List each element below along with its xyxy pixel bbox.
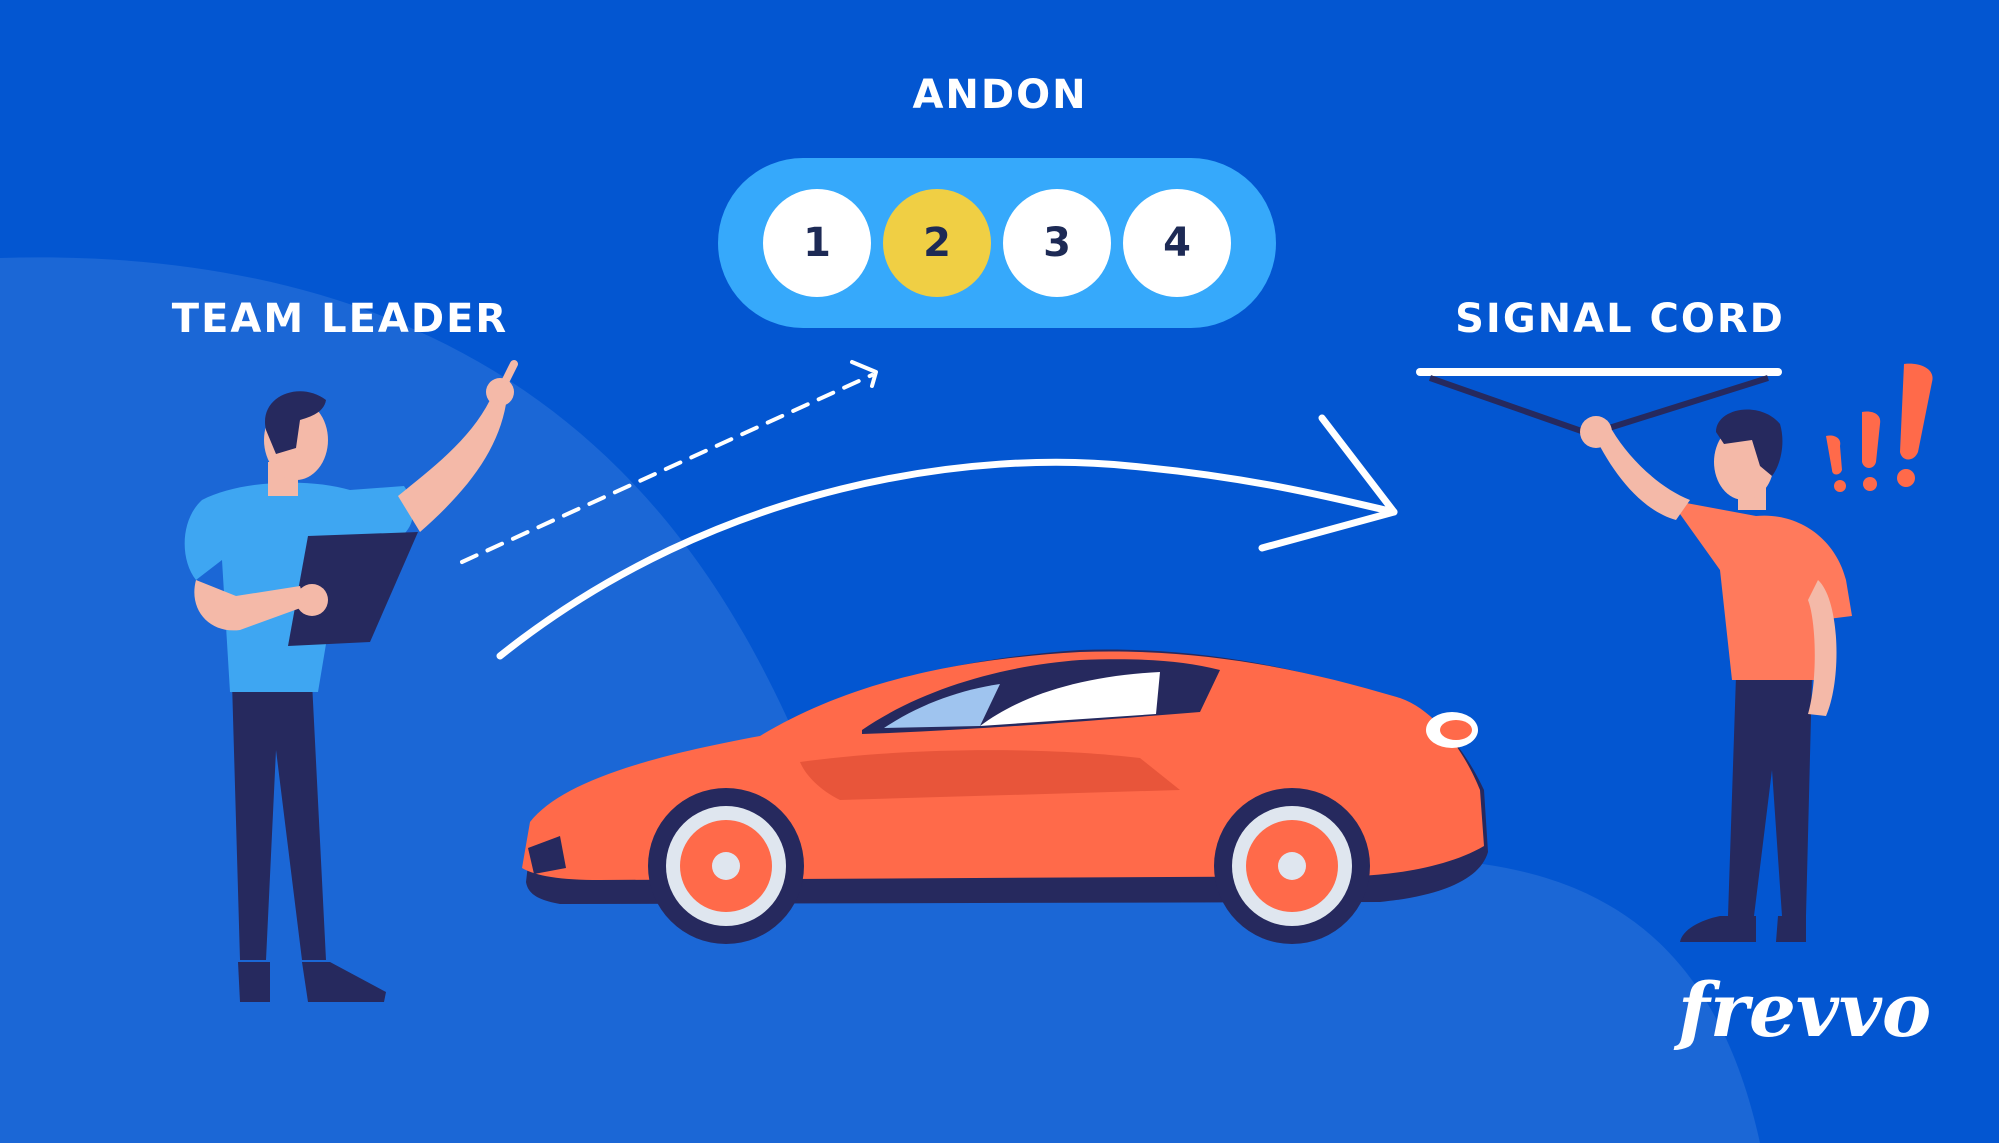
curved-arrow-icon bbox=[496, 414, 1398, 660]
team-leader-label: TEAM LEADER bbox=[171, 296, 509, 342]
exclamation-icon bbox=[1826, 363, 1933, 492]
andon-light-3: 3 bbox=[1003, 189, 1111, 297]
team-leader-figure bbox=[184, 360, 518, 1002]
andon-light-4: 4 bbox=[1123, 189, 1231, 297]
worker-figure bbox=[1580, 409, 1852, 942]
dashed-arrow-icon bbox=[460, 360, 878, 564]
andon-title: ANDON bbox=[912, 72, 1088, 118]
frevvo-logo: frevvo bbox=[1678, 968, 1932, 1054]
andon-panel bbox=[718, 158, 1276, 328]
andon-light-2: 2 bbox=[883, 189, 991, 297]
signal-cord-label: SIGNAL CORD bbox=[1455, 296, 1785, 342]
signal-cord bbox=[1416, 368, 1782, 437]
background-hill-bottom bbox=[700, 858, 1760, 1143]
sports-car bbox=[522, 649, 1488, 944]
background-corner bbox=[1760, 1090, 1999, 1143]
andon-light-1: 1 bbox=[763, 189, 871, 297]
